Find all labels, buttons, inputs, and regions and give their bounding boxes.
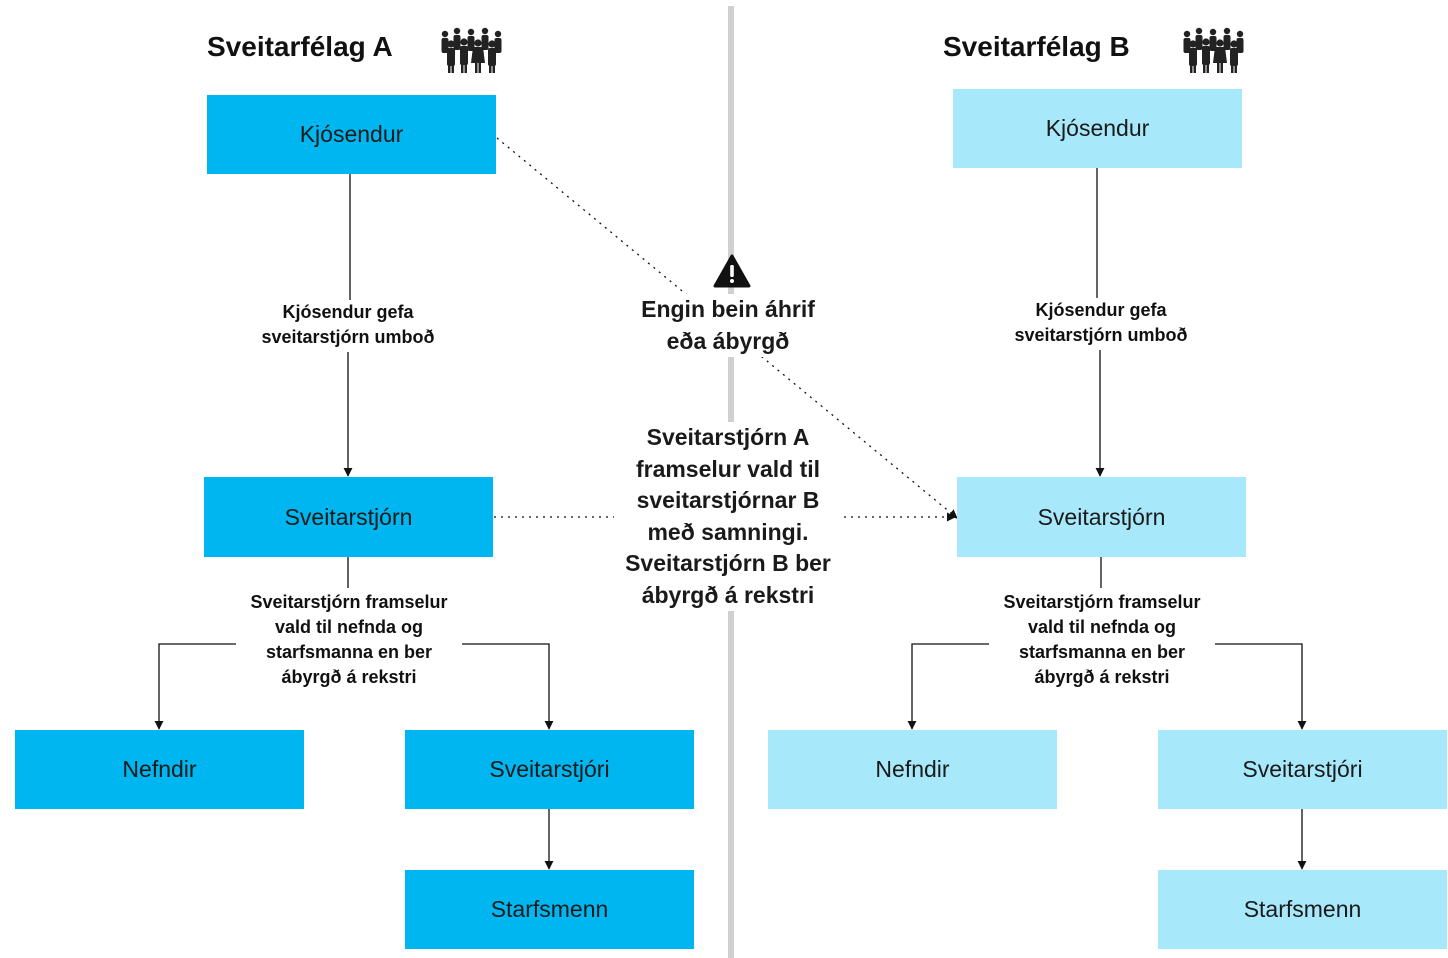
- b-mandate-label: Kjósendur gefa sveitarstjórn umboð: [993, 298, 1209, 348]
- b-to-manager-arrow: [1211, 643, 1307, 730]
- b-to-committees-arrow: [907, 643, 993, 730]
- no-influence-line-2: eða ábyrgð: [666, 327, 790, 354]
- a-to-manager-arrow: [458, 643, 554, 730]
- b-delegation-label: Sveitarstjórn framselur vald til nefnda …: [989, 590, 1215, 690]
- agreement-line-3: sveitarstjórnar B: [636, 487, 820, 513]
- a-mandate-label: Kjósendur gefa sveitarstjórn umboð: [240, 300, 456, 350]
- b-committees-label: Nefndir: [875, 756, 950, 782]
- b-mandate-line-1: Kjósendur gefa: [1035, 300, 1167, 320]
- b-voters-box: Kjósendur: [953, 89, 1242, 168]
- a-committees-label: Nefndir: [122, 756, 197, 782]
- b-council-label: Sveitarstjórn: [1037, 503, 1166, 530]
- b-delegation-line-4: ábyrgð á rekstri: [1034, 667, 1170, 687]
- a-delegation-label: Sveitarstjórn framselur vald til nefnda …: [236, 590, 462, 690]
- a-to-committees-arrow: [154, 643, 240, 730]
- dotted-voters-a-to-council-b: [496, 137, 958, 519]
- municipality-b-title: Sveitarfélag B: [943, 31, 1130, 62]
- agreement-line-2: framselur vald til: [635, 455, 821, 482]
- a-delegation-line-2: vald til nefnda og: [274, 617, 423, 637]
- delegation-agreement-note: Sveitarstjórn A framselur vald til sveit…: [614, 422, 842, 611]
- a-staff-box: Starfsmenn: [405, 870, 694, 949]
- agreement-line-4: með samningi.: [647, 518, 809, 545]
- a-manager-box: Sveitarstjóri: [405, 730, 694, 809]
- b-voters-label: Kjósendur: [1045, 115, 1150, 141]
- agreement-line-5: Sveitarstjórn B ber: [625, 550, 831, 576]
- a-council-box: Sveitarstjórn: [204, 477, 493, 557]
- a-mandate-line-2: sveitarstjórn umboð: [261, 327, 435, 347]
- a-staff-label: Starfsmenn: [490, 896, 609, 922]
- people-group-icon: [1183, 27, 1244, 73]
- b-manager-box: Sveitarstjóri: [1158, 730, 1447, 809]
- municipality-a-title: Sveitarfélag A: [207, 31, 393, 62]
- b-council-box: Sveitarstjórn: [957, 477, 1246, 557]
- b-staff-label: Starfsmenn: [1243, 896, 1362, 922]
- no-influence-note: Engin bein áhrif eða ábyrgð: [626, 294, 830, 357]
- agreement-line-6: ábyrgð á rekstri: [641, 581, 815, 608]
- a-manager-label: Sveitarstjóri: [489, 756, 610, 782]
- people-group-icon: [441, 27, 502, 73]
- a-committees-box: Nefndir: [15, 730, 304, 809]
- b-mandate-line-2: sveitarstjórn umboð: [1014, 325, 1188, 345]
- warning-icon: [713, 254, 751, 288]
- b-delegation-line-2: vald til nefnda og: [1027, 617, 1176, 637]
- a-delegation-line-1: Sveitarstjórn framselur: [250, 592, 448, 612]
- b-committees-box: Nefndir: [768, 730, 1057, 809]
- a-delegation-line-4: ábyrgð á rekstri: [281, 667, 417, 687]
- a-voters-label: Kjósendur: [299, 121, 404, 147]
- b-manager-label: Sveitarstjóri: [1242, 756, 1363, 782]
- a-delegation-line-3: starfsmanna en ber: [265, 642, 433, 662]
- a-mandate-line-1: Kjósendur gefa: [282, 302, 414, 322]
- no-influence-line-1: Engin bein áhrif: [641, 296, 815, 322]
- b-delegation-line-1: Sveitarstjórn framselur: [1003, 592, 1201, 612]
- b-staff-box: Starfsmenn: [1158, 870, 1447, 949]
- a-voters-box: Kjósendur: [207, 95, 496, 174]
- a-council-label: Sveitarstjórn: [284, 503, 413, 530]
- agreement-line-1: Sveitarstjórn A: [646, 424, 810, 450]
- b-delegation-line-3: starfsmanna en ber: [1018, 642, 1186, 662]
